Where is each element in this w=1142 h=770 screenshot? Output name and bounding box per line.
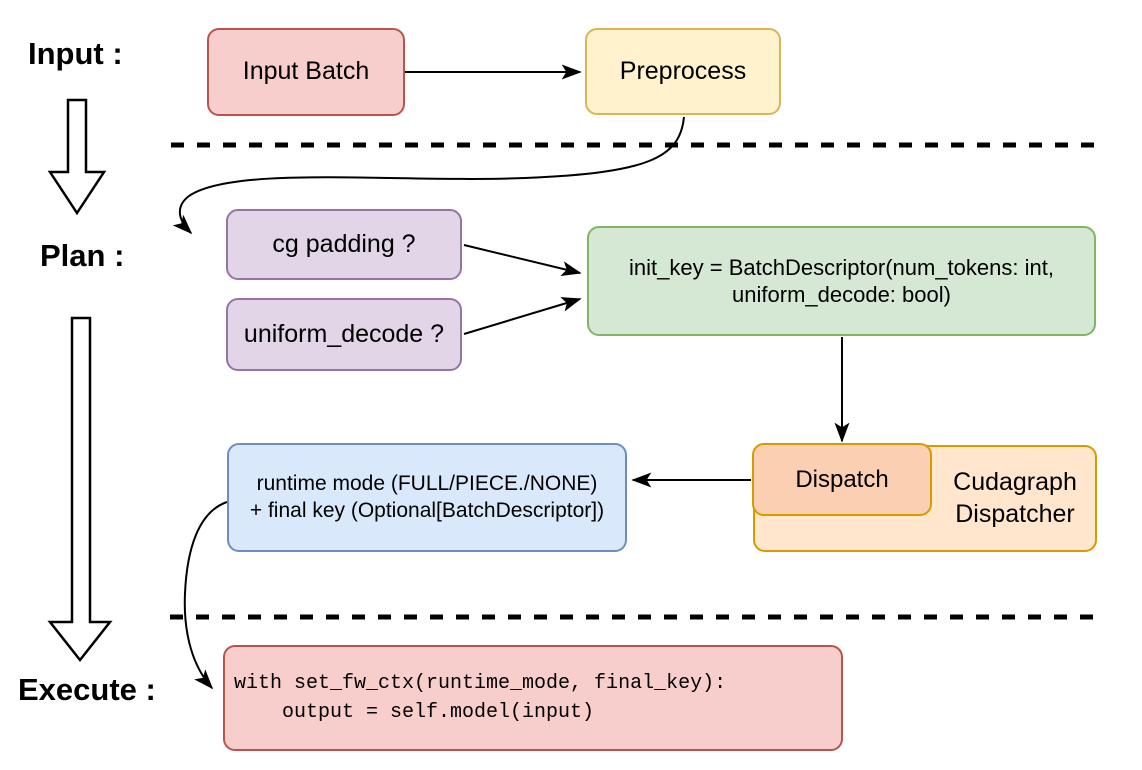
node-cudagraph-dispatcher-line2: Dispatcher	[955, 499, 1075, 528]
node-cudagraph-dispatcher-line1: Cudagraph	[953, 468, 1077, 497]
node-dispatch: Dispatch	[752, 443, 932, 516]
arrow-uniformdecode-to-initkey	[464, 297, 582, 334]
node-preprocess: Preprocess	[585, 28, 781, 115]
arrow-runtimemode-to-executecode	[185, 502, 227, 690]
node-uniform-decode: uniform_decode ?	[226, 298, 462, 371]
block-arrow-plan-to-execute-icon	[50, 318, 110, 660]
block-arrow-input-to-plan-icon	[50, 100, 104, 213]
node-init-key-line1: init_key = BatchDescriptor(num_tokens: i…	[629, 254, 1054, 280]
stage-label-plan: Plan :	[40, 238, 125, 273]
arrow-cgpadding-to-initkey	[464, 245, 582, 276]
node-init-key: init_key = BatchDescriptor(num_tokens: i…	[587, 226, 1096, 336]
node-execute-code: with set_fw_ctx(runtime_mode, final_key)…	[223, 645, 843, 751]
stage-label-execute: Execute :	[18, 672, 156, 707]
node-dispatch-label: Dispatch	[795, 465, 889, 493]
node-cg-padding: cg padding ?	[226, 209, 462, 280]
node-init-key-line2: uniform_decode: bool)	[732, 282, 951, 307]
arrow-preprocess-to-cgpadding	[172, 117, 684, 235]
stage-label-input: Input :	[28, 36, 123, 71]
node-input-batch-label: Input Batch	[242, 57, 370, 86]
node-uniform-decode-label: uniform_decode ?	[243, 319, 445, 348]
node-runtime-mode: runtime mode (FULL/PIECE./NONE) + final …	[227, 443, 627, 552]
node-runtime-mode-line2: + final key (Optional[BatchDescriptor])	[249, 498, 605, 522]
execute-code-line1: with set_fw_ctx(runtime_mode, final_key)…	[234, 672, 727, 695]
node-cg-padding-label: cg padding ?	[272, 229, 416, 258]
node-preprocess-label: Preprocess	[619, 56, 747, 85]
node-runtime-mode-line1: runtime mode (FULL/PIECE./NONE)	[256, 472, 598, 496]
execute-code-line2: output = self.model(input)	[234, 701, 595, 724]
node-input-batch: Input Batch	[207, 28, 405, 116]
